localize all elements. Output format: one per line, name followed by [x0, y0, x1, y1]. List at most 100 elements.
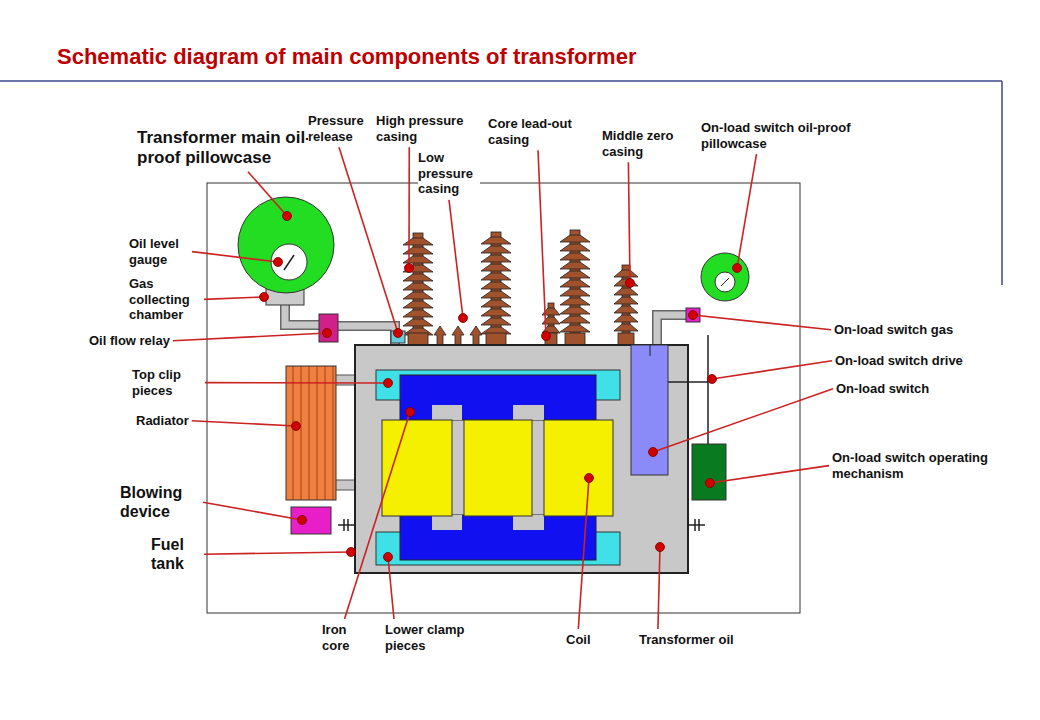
frame-line — [1001, 81, 1003, 285]
low-voltage-bushing — [470, 326, 482, 345]
switch-shaft — [650, 345, 651, 356]
part-label: Gas collecting chamber — [129, 276, 201, 323]
bushing — [481, 232, 511, 345]
core-window — [432, 405, 462, 420]
part-label: On-load switch gas — [834, 322, 953, 338]
part-label: On-load switch — [836, 381, 929, 397]
leader-line — [204, 297, 264, 299]
switch-conservator — [701, 253, 749, 301]
leader-line — [173, 333, 327, 341]
leader-dot — [708, 375, 717, 384]
leader-dot — [656, 543, 665, 552]
part-label: Coil — [566, 632, 591, 648]
radiator-pipe — [334, 480, 357, 490]
leader-line — [192, 252, 278, 262]
bushing — [403, 233, 433, 345]
part-label: Fuel tank — [151, 535, 201, 573]
oil-flow-relay — [319, 314, 338, 342]
low-voltage-bushing — [452, 326, 464, 345]
leader-dot — [274, 258, 283, 267]
switch-drive-shaft — [668, 381, 708, 383]
frame-line — [0, 80, 1002, 82]
main-conservator — [238, 197, 334, 293]
leader-line — [658, 547, 660, 629]
low-voltage-bushing — [434, 326, 446, 345]
part-label: Oil level gauge — [129, 236, 189, 267]
leader-line — [710, 466, 829, 483]
fuel-tank — [355, 345, 688, 573]
leader-dot — [347, 548, 356, 557]
leader-line — [693, 315, 831, 330]
leader-dot — [689, 311, 698, 320]
core-window — [513, 405, 544, 420]
core-window — [513, 515, 544, 530]
leader-line — [449, 200, 463, 318]
leader-line — [578, 478, 589, 629]
bushing — [560, 230, 590, 345]
coil — [544, 420, 613, 516]
part-label: On-load switch drive — [835, 353, 963, 369]
leader-line — [737, 154, 757, 268]
part-label: Iron core — [322, 622, 367, 653]
part-label: Transformer main oil-proof pillowcase — [137, 128, 322, 169]
on-load-switch — [631, 345, 668, 475]
leader-dot — [298, 516, 307, 525]
leader-line — [192, 421, 296, 426]
leader-line — [205, 382, 388, 384]
radiator — [286, 366, 336, 500]
part-label: Pressure release — [308, 113, 370, 144]
leader-line — [538, 150, 546, 336]
operating-mechanism — [692, 444, 726, 500]
leader-dot — [405, 264, 414, 273]
diagram-title: Schematic diagram of main components of … — [57, 44, 636, 70]
part-label: On-load switch operating mechanism — [832, 450, 1032, 481]
leader-line — [653, 389, 833, 452]
oil-pipe — [338, 326, 395, 345]
leader-dot — [626, 279, 635, 288]
leader-dot — [649, 448, 658, 457]
leader-dot — [394, 329, 403, 338]
oil-pipe — [338, 326, 395, 345]
switch-drive-shaft — [707, 335, 709, 444]
iron-core-yoke — [400, 515, 596, 560]
gauge-needle — [721, 278, 729, 286]
part-label: Top clip pieces — [132, 367, 202, 398]
coil — [464, 420, 532, 516]
leader-line — [203, 502, 302, 520]
oil-level-gauge — [271, 244, 307, 280]
part-label: Middle zero casing — [602, 128, 690, 159]
leader-dot — [406, 408, 415, 417]
leader-line — [628, 162, 630, 283]
outer-frame — [207, 183, 800, 613]
part-label: Low pressure casing — [418, 150, 480, 197]
part-label: Lower clamp pieces — [385, 622, 475, 653]
leader-dot — [384, 379, 393, 388]
part-label: High pressure casing — [376, 113, 471, 144]
iron-core-yoke — [400, 375, 596, 420]
leader-dot — [733, 264, 742, 273]
blowing-device — [291, 507, 331, 534]
leader-dot — [585, 474, 594, 483]
part-label: Oil flow relay — [89, 333, 170, 349]
leader-dot — [706, 479, 715, 488]
part-label: On-load switch oil-proof pillowcase — [701, 120, 886, 151]
leader-dot — [323, 329, 332, 338]
part-label: Radiator — [136, 413, 189, 429]
ground-mark — [338, 519, 705, 531]
leader-line — [248, 172, 287, 216]
bushing-group — [403, 230, 638, 345]
leader-dot — [292, 422, 301, 431]
part-label: Core lead-out casing — [488, 116, 588, 147]
switch-oil-gauge — [715, 272, 735, 292]
part-label: Transformer oil — [639, 632, 734, 648]
leader-dot — [542, 332, 551, 341]
leader-dot — [260, 293, 269, 302]
leader-dot — [384, 553, 393, 562]
leader-line — [408, 147, 410, 268]
leader-line — [339, 147, 398, 333]
gauge-needle — [284, 255, 294, 270]
leader-line — [345, 412, 411, 619]
leader-line — [712, 361, 832, 379]
part-label: Blowing device — [120, 483, 200, 521]
